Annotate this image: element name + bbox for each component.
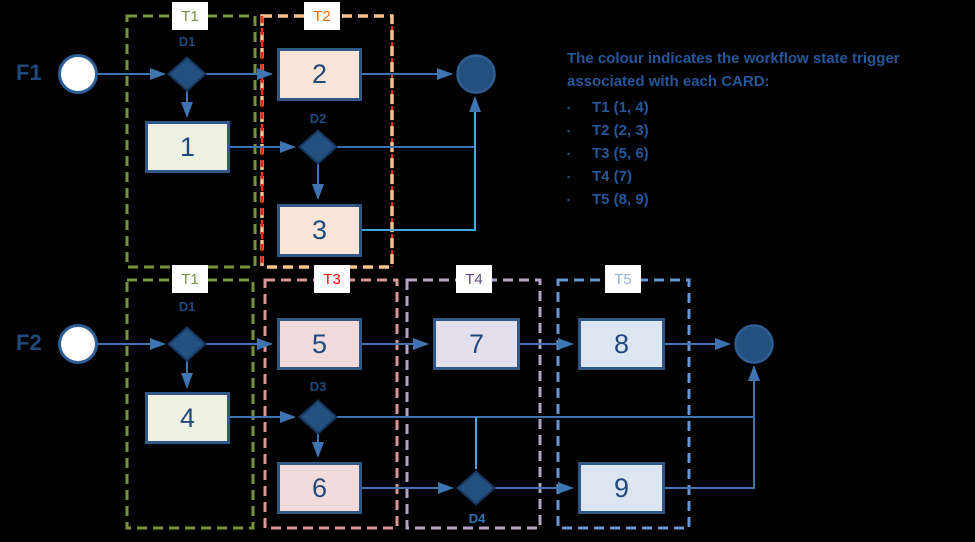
- start-node-f1: [58, 54, 98, 94]
- decision-diamond-d1-f1: [166, 56, 208, 92]
- legend-item-label: T1 (1, 4): [592, 99, 649, 116]
- connector-merge: [362, 96, 481, 231]
- legend-items: ▪ T1 (1, 4) ▪ T2 (2, 3) ▪ T3 (5, 6) ▪ T4…: [567, 96, 955, 211]
- decision-label-d1-f2: D1: [178, 299, 196, 314]
- start-node-f2: [58, 324, 98, 364]
- card-1: 1: [145, 121, 230, 173]
- card-2: 2: [277, 48, 362, 101]
- end-node-f2: [734, 324, 774, 364]
- group-label-t2: T2: [304, 2, 340, 30]
- group-label-t1-f1: T1: [172, 2, 208, 30]
- legend-item: ▪ T4 (7): [567, 165, 955, 188]
- group-label-t4: T4: [456, 265, 492, 293]
- group-frame-t1-f2: [125, 278, 255, 530]
- group-label-t1-f2: T1: [172, 265, 208, 293]
- legend-item-label: T4 (7): [592, 168, 633, 185]
- connector-merge: [665, 365, 760, 489]
- decision-diamond-d2: [297, 129, 339, 165]
- legend-item-label: T2 (2, 3): [592, 122, 649, 139]
- bullet-icon: ▪: [567, 194, 571, 205]
- card-3: 3: [277, 204, 362, 257]
- decision-diamond-d1-f2: [166, 326, 208, 362]
- decision-label-d3: D3: [309, 379, 327, 394]
- legend: The colour indicates the workflow state …: [567, 47, 955, 211]
- decision-label-d4: D4: [468, 511, 486, 526]
- card-5: 5: [277, 318, 362, 370]
- decision-diamond-d3: [297, 399, 339, 435]
- end-node-f1: [456, 54, 496, 94]
- card-8: 8: [578, 318, 665, 370]
- legend-title: The colour indicates the workflow state …: [567, 50, 900, 90]
- legend-item: ▪ T5 (8, 9): [567, 188, 955, 211]
- card-6: 6: [277, 462, 362, 514]
- decision-label-d1-f1: D1: [178, 34, 196, 49]
- bullet-icon: ▪: [567, 125, 571, 136]
- decision-label-d2: D2: [309, 111, 327, 126]
- bullet-icon: ▪: [567, 102, 571, 113]
- flow-label-f1: F1: [16, 60, 42, 85]
- bullet-icon: ▪: [567, 148, 571, 159]
- card-7: 7: [433, 318, 520, 370]
- legend-item-label: T3 (5, 6): [592, 145, 649, 162]
- group-label-t5: T5: [605, 265, 641, 293]
- flow-label-f2: F2: [16, 330, 42, 355]
- group-label-t3: T3: [314, 265, 350, 293]
- decision-diamond-d4: [455, 470, 497, 506]
- legend-item: ▪ T1 (1, 4): [567, 96, 955, 119]
- legend-item: ▪ T3 (5, 6): [567, 142, 955, 165]
- card-9: 9: [578, 462, 665, 514]
- card-4: 4: [145, 392, 230, 444]
- legend-item-label: T5 (8, 9): [592, 191, 649, 208]
- bullet-icon: ▪: [567, 171, 571, 182]
- legend-item: ▪ T2 (2, 3): [567, 119, 955, 142]
